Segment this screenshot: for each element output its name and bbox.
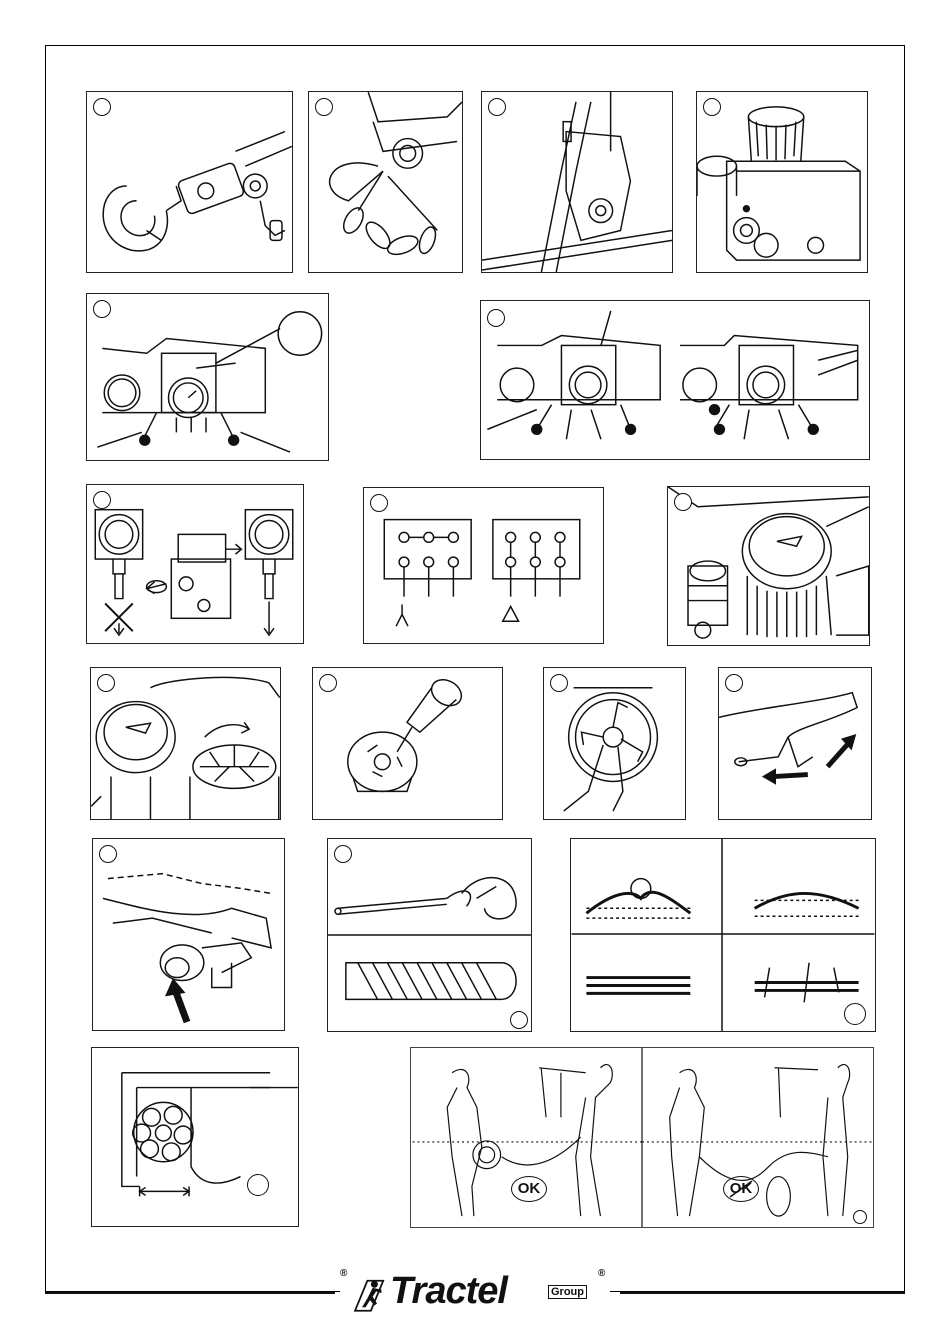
figure-lever-bracket	[481, 91, 673, 273]
figure-gauge-valve-pair	[480, 300, 870, 460]
step-marker	[93, 491, 111, 509]
figure-gauge-valve	[86, 293, 329, 461]
step-marker	[370, 494, 388, 512]
figure-motor-top	[667, 486, 870, 646]
figure-hook-pin	[86, 91, 293, 273]
step-marker	[97, 674, 115, 692]
tractel-logo: ® Tractel Group ®	[340, 1268, 610, 1318]
step-marker	[725, 674, 743, 692]
step-marker	[844, 1003, 866, 1025]
step-marker	[674, 493, 692, 511]
ok-badge-left: OK	[511, 1176, 547, 1202]
figure-oil-cap	[696, 91, 868, 273]
step-marker	[853, 1210, 867, 1224]
step-marker	[334, 845, 352, 863]
figure-drum-underside	[92, 838, 285, 1031]
figure-chain-shackle	[308, 91, 463, 273]
figure-screwdriver	[312, 667, 503, 820]
ok-badge-right: OK	[723, 1176, 759, 1202]
footer-logo-bar: ® Tractel Group ®	[0, 1268, 950, 1318]
registered-mark-right: ®	[598, 1268, 605, 1279]
brand-name: Tractel	[390, 1270, 507, 1313]
figure-cable-handling: OK OK	[410, 1047, 874, 1228]
brand-group: Group	[548, 1285, 587, 1299]
footer-rule-left	[45, 1292, 335, 1294]
step-marker	[550, 674, 568, 692]
figure-caliper-measure	[91, 1047, 299, 1227]
figure-lever-arrows	[718, 667, 872, 820]
figure-gauge-hoses	[86, 484, 304, 644]
figure-motor-wiring	[363, 487, 604, 644]
step-marker	[488, 98, 506, 116]
figure-cable-hook	[327, 838, 532, 1032]
step-marker	[319, 674, 337, 692]
step-marker	[315, 98, 333, 116]
step-marker	[510, 1011, 528, 1029]
tractel-climber-logo-icon	[348, 1272, 392, 1316]
figure-brake-disc	[543, 667, 686, 820]
figure-cable-damage-grid	[570, 838, 876, 1032]
step-marker	[99, 845, 117, 863]
footer-rule-right	[620, 1292, 905, 1294]
step-marker	[93, 300, 111, 318]
step-marker	[93, 98, 111, 116]
step-marker	[703, 98, 721, 116]
step-marker	[247, 1174, 269, 1196]
registered-mark-left: ®	[340, 1268, 347, 1279]
figure-motor-fan-rotation	[90, 667, 281, 820]
step-marker	[487, 309, 505, 327]
